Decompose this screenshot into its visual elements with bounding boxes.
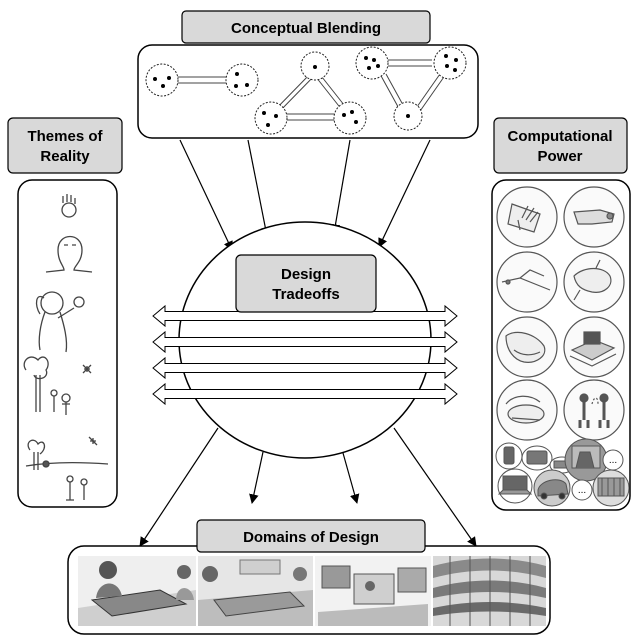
tangible-device-icon [563, 316, 625, 378]
hand-with-apple-icon [61, 194, 77, 218]
wall-display-icon [564, 438, 608, 482]
ellipsis-upper: ... [609, 455, 617, 466]
people-in-landscape-icon [25, 436, 109, 501]
laptop-icon [497, 468, 533, 504]
phone-icon [495, 442, 523, 470]
ellipsis-lower: ... [578, 485, 586, 496]
tablet-icon [521, 445, 553, 471]
office-scene-icon [315, 556, 431, 626]
tradeoffs-to-domains-arrows [139, 427, 477, 547]
devices-row: ... ... [495, 438, 630, 507]
grasping-hand-icon [563, 251, 625, 313]
conceptual-blending-box [137, 44, 479, 139]
people-near-tree-icon [23, 356, 92, 415]
domains-of-design-panel: Domains of Design [67, 519, 551, 635]
conceptual-blending-label: Conceptual Blending [231, 20, 381, 37]
meeting-room-scene-icon [198, 556, 313, 626]
computational-grid [496, 186, 625, 441]
tradeoff-double-arrow [152, 356, 458, 380]
domains-of-design-label-box [196, 519, 426, 553]
tradeoff-arrows [152, 304, 458, 406]
design-tradeoffs-label-line1: Design [281, 266, 331, 283]
tradeoff-double-arrow [152, 330, 458, 354]
tradeoff-double-arrow [152, 382, 458, 406]
inverted-triangle-blend-icon [355, 46, 467, 131]
computational-power-label-line1: Computational [508, 128, 613, 145]
blending-diagrams [145, 46, 467, 135]
building-icon [592, 469, 630, 507]
two-people-icon [563, 379, 625, 441]
building-atrium-scene-icon [433, 556, 546, 626]
conceptual-blending-panel: Conceptual Blending [137, 10, 479, 139]
computational-power-panel: Computational Power [491, 117, 631, 511]
finger-pointing-icon [563, 186, 625, 248]
palm-hand-icon [496, 316, 558, 378]
car-icon [533, 469, 571, 507]
themes-of-reality-label-line1: Themes of [27, 128, 103, 145]
blending-to-tradeoffs-arrows [179, 139, 431, 251]
tradeoff-double-arrow [152, 304, 458, 328]
computational-power-label-box [493, 117, 628, 174]
computational-power-label-line2: Power [537, 148, 582, 165]
two-space-blend-icon [145, 63, 259, 97]
gesture-hand-icon [496, 379, 558, 441]
conceptual-blending-label-box [181, 10, 431, 44]
design-tradeoffs-label-line2: Tradeoffs [272, 286, 340, 303]
themes-of-reality-box [17, 179, 118, 508]
self-figure-icon [45, 235, 93, 273]
design-tradeoffs-label-box [235, 254, 377, 313]
tabletop-scene-icon [78, 556, 196, 626]
themes-of-reality-label-line2: Reality [40, 148, 90, 165]
person-eating-icon [35, 291, 85, 353]
themes-sketches [23, 194, 109, 501]
domains-of-design-label: Domains of Design [243, 529, 379, 546]
hand-touch-icon [496, 186, 558, 248]
triangle-blend-icon [254, 51, 367, 135]
themes-of-reality-panel: Themes of Reality [7, 117, 123, 508]
themes-of-reality-label-box [7, 117, 123, 174]
design-tradeoffs-node: Design Tradeoffs [152, 221, 458, 459]
stylus-input-icon [496, 251, 558, 313]
